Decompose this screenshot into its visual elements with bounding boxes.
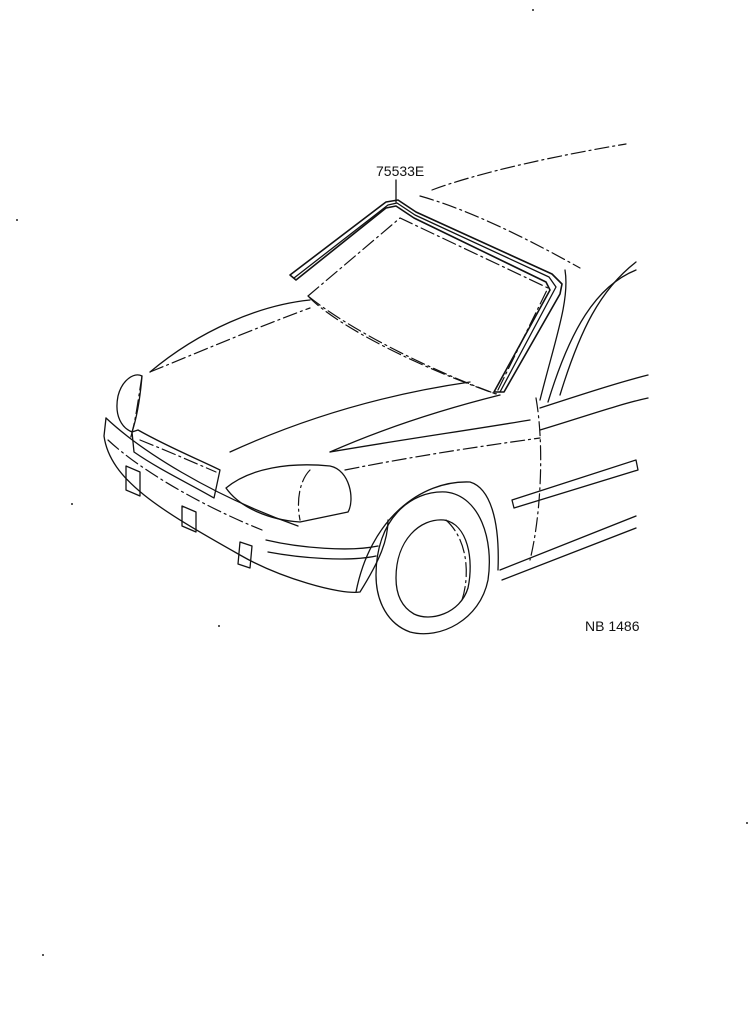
fog-lamp-slot	[237, 541, 253, 569]
door-front-edge	[529, 397, 542, 561]
hood-rear-edge	[307, 295, 497, 395]
scan-speck	[746, 822, 748, 824]
roof-edge-lower	[419, 195, 581, 269]
wheel-hub	[445, 519, 467, 601]
front-fender-line	[329, 419, 531, 453]
left-side-edge	[129, 375, 143, 441]
door-window-frame-inner	[547, 269, 637, 403]
hood-front-edge	[149, 299, 311, 373]
part-callout-label: 75533E	[376, 163, 424, 179]
scan-speck	[532, 9, 534, 11]
wheel-arch	[355, 481, 499, 593]
bumper-groove	[265, 539, 379, 550]
door-window-frame	[559, 261, 637, 396]
headlight	[225, 464, 352, 523]
hood-crease-center	[229, 381, 471, 453]
front-bumper-top	[105, 417, 299, 527]
bumper-groove-lower	[267, 551, 377, 560]
tire-outer	[375, 491, 490, 635]
hood-right-edge	[329, 394, 501, 453]
headlight-inner	[297, 469, 311, 521]
grille-top	[139, 439, 217, 473]
diagram-code-label: NB 1486	[585, 618, 640, 634]
a-pillar	[539, 269, 567, 401]
hood-crease-left	[149, 307, 311, 373]
front-bumper-lower	[107, 439, 263, 531]
scan-speck	[16, 219, 18, 221]
license-plate-mount-right	[181, 505, 197, 533]
fender-edge	[344, 437, 541, 471]
windshield-moulding-inner	[293, 202, 557, 393]
scan-speck	[218, 625, 220, 627]
rocker-line	[499, 515, 637, 581]
left-headlight	[116, 374, 143, 433]
windshield-outline	[307, 217, 549, 395]
windshield-moulding	[289, 199, 563, 393]
door-body-line	[539, 397, 649, 431]
door-belt-line	[539, 374, 649, 409]
scan-speck	[42, 954, 44, 956]
wheel-rim	[395, 519, 471, 618]
roof-line	[431, 143, 627, 191]
side-moulding	[511, 459, 639, 509]
scan-speck	[71, 503, 73, 505]
license-plate-mount-left	[125, 465, 141, 497]
grille	[131, 429, 221, 499]
